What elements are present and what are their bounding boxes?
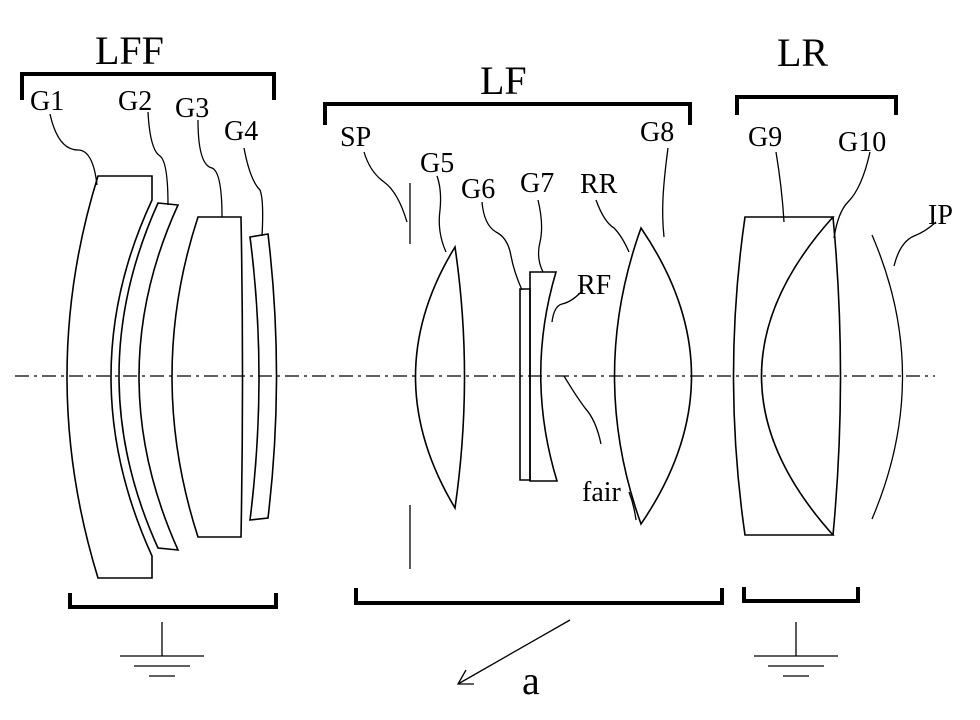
bracket-lr-bottom [744, 587, 858, 601]
label-rf: RF [577, 270, 611, 301]
label-g5: G5 [420, 148, 454, 179]
bracket-lff-bottom [70, 593, 276, 607]
leader-fair [564, 376, 601, 444]
bracket-lf-top [325, 104, 690, 125]
lens-g5 [416, 247, 465, 508]
label-g8: G8 [640, 117, 674, 148]
leader-g6 [482, 202, 522, 290]
bracket-lr-top [737, 97, 896, 115]
label-sp: SP [340, 122, 371, 153]
label-rr: RR [580, 169, 618, 200]
group-label-lf: LF [480, 58, 527, 103]
group-label-lff: LFF [95, 28, 164, 73]
leader-rr [596, 200, 629, 252]
label-g2: G2 [118, 86, 152, 117]
lens-g8 [615, 228, 692, 524]
label-g9: G9 [748, 122, 782, 153]
arrow-icon [458, 620, 570, 684]
group-label-lr: LR [777, 30, 828, 75]
leader-g4 [244, 148, 263, 236]
label-ip: IP [928, 200, 953, 231]
label-fair: fair [582, 477, 622, 508]
leader-g3 [198, 120, 222, 217]
label-g6: G6 [461, 174, 495, 205]
label-g10: G10 [838, 127, 886, 158]
leader-g1 [50, 114, 97, 185]
leader-g5 [437, 176, 446, 252]
lens-g3 [172, 217, 243, 537]
leader-g7 [538, 200, 543, 272]
lens-g4 [250, 234, 277, 520]
label-g3: G3 [175, 93, 209, 124]
label-g1: G1 [30, 86, 64, 117]
leader-g9 [776, 152, 784, 222]
label-a: a [522, 658, 540, 703]
leader-g2 [148, 112, 168, 205]
label-g7: G7 [520, 168, 554, 199]
bracket-lf-bottom [356, 588, 722, 603]
leader-g8 [663, 148, 668, 237]
leader-g10 [834, 152, 870, 238]
label-g4: G4 [224, 116, 258, 147]
lens-g6 [520, 289, 530, 480]
ground-icon [120, 622, 204, 676]
ground-icon [754, 622, 838, 676]
image-plane [872, 235, 903, 519]
leader-sp [364, 152, 407, 222]
